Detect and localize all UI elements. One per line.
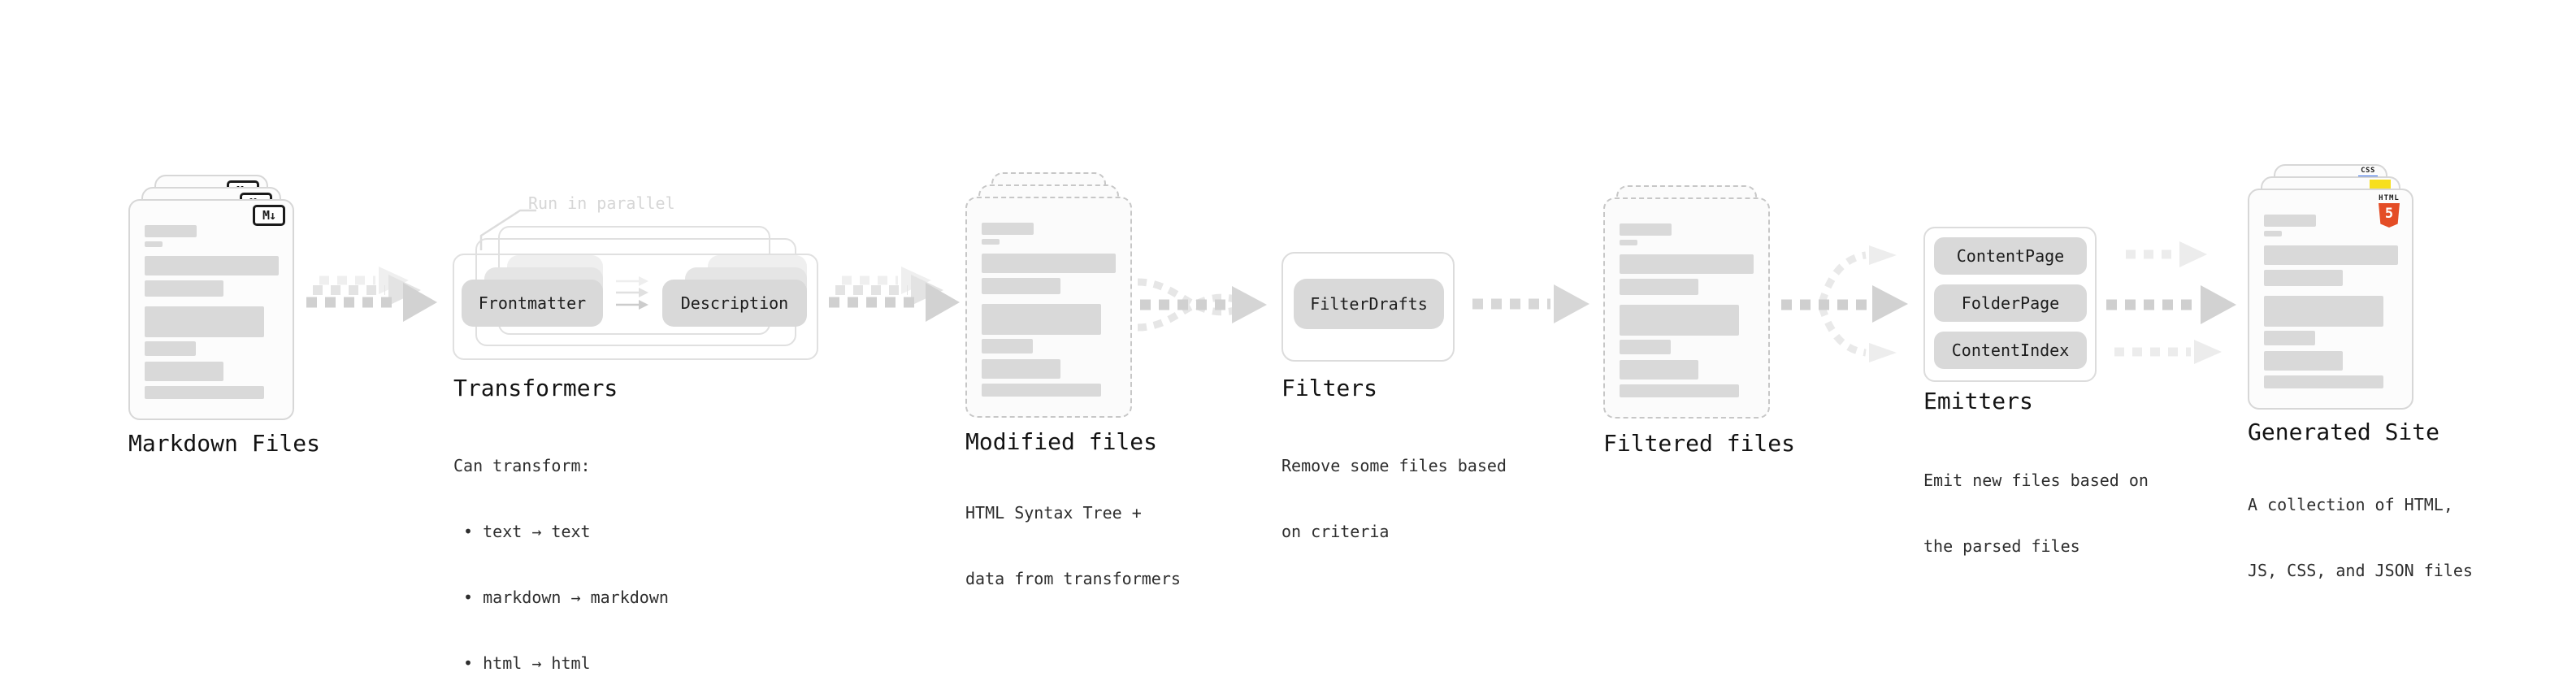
skeleton-text-bar <box>145 386 264 399</box>
skeleton-text-bar <box>145 256 279 275</box>
folderpage-pill: FolderPage <box>1934 284 2087 322</box>
skeleton-text-bar <box>1620 240 1637 245</box>
contentpage-pill: ContentPage <box>1934 237 2087 275</box>
emitters-description: Emit new files based on the parsed files <box>1923 426 2149 601</box>
transformers-desc-line: • text → text <box>453 522 591 541</box>
transformers-desc-line: Can transform: <box>453 456 591 475</box>
skeleton-text-bar <box>1620 384 1739 397</box>
filters-title: Filters <box>1281 375 1378 401</box>
skeleton-text-bar <box>982 278 1060 294</box>
skeleton-text-bar <box>2264 270 2343 286</box>
generated-site-title: Generated Site <box>2248 419 2440 445</box>
arrow-markdown-to-transformers <box>306 267 437 322</box>
run-in-parallel-label: Run in parallel <box>528 193 675 213</box>
arrow-filtered-to-emitters <box>1781 245 1908 362</box>
skeleton-text-bar <box>145 362 223 381</box>
modified-files-description: HTML Syntax Tree + data from transformer… <box>965 458 1181 634</box>
arrow-modified-to-filters <box>1137 278 1267 332</box>
skeleton-text-bar <box>1620 340 1671 354</box>
html5-label: HTML <box>2379 194 2400 202</box>
skeleton-text-bar <box>145 225 197 237</box>
skeleton-text-bar <box>982 239 1000 245</box>
document-skeleton-lines <box>145 225 279 399</box>
filtered-file-card-front <box>1603 197 1770 419</box>
modified-file-card-front <box>965 197 1132 418</box>
filtered-files-title: Filtered files <box>1603 430 1796 457</box>
transformers-desc-line: • html → html <box>453 653 591 673</box>
skeleton-text-bar <box>982 339 1033 354</box>
transformers-description: Can transform: • text → text • markdown … <box>453 411 669 681</box>
skeleton-text-bar <box>1620 279 1698 295</box>
skeleton-text-bar <box>2264 245 2398 265</box>
document-skeleton-lines <box>982 223 1116 397</box>
skeleton-text-bar <box>982 359 1060 379</box>
skeleton-text-bar <box>982 254 1116 273</box>
html5-number: 5 <box>2384 206 2394 222</box>
generated-desc-line: A collection of HTML, <box>2248 495 2453 514</box>
skeleton-text-bar <box>1620 254 1754 274</box>
skeleton-text-bar <box>1620 360 1698 380</box>
generated-site-description: A collection of HTML, JS, CSS, and JSON … <box>2248 450 2473 626</box>
skeleton-text-bar <box>2264 375 2383 388</box>
filterdrafts-pill: FilterDrafts <box>1294 279 1444 329</box>
transformers-title: Transformers <box>453 375 618 401</box>
emitters-title: Emitters <box>1923 388 2033 414</box>
css-label: CSS <box>2361 167 2375 175</box>
skeleton-text-bar <box>2264 331 2315 345</box>
markdown-file-card-front: M↓ <box>128 199 294 420</box>
transformers-box-front <box>453 254 818 360</box>
contentindex-pill: ContentIndex <box>1934 332 2087 369</box>
emitters-desc-line: Emit new files based on <box>1923 471 2149 490</box>
skeleton-text-bar <box>1620 223 1672 236</box>
skeleton-text-bar <box>145 241 163 247</box>
markdown-files-title: Markdown Files <box>128 430 321 457</box>
skeleton-text-bar <box>2264 296 2383 327</box>
filters-desc-line: on criteria <box>1281 522 1390 541</box>
skeleton-text-bar <box>982 384 1101 397</box>
document-skeleton-lines <box>1620 223 1754 397</box>
generated-file-card-front: HTML 5 <box>2248 189 2413 410</box>
skeleton-text-bar <box>145 280 223 297</box>
filters-description: Remove some files based on criteria <box>1281 411 1507 587</box>
emitters-desc-line: the parsed files <box>1923 536 2080 556</box>
modified-desc-line: HTML Syntax Tree + <box>965 503 1142 523</box>
html5-shield: 5 <box>2379 203 2400 228</box>
arrow-filters-to-filtered <box>1472 284 1589 323</box>
skeleton-text-bar <box>2264 351 2343 371</box>
skeleton-text-bar <box>1620 305 1739 336</box>
skeleton-text-bar <box>982 304 1101 335</box>
skeleton-text-bar <box>145 306 264 337</box>
modified-files-title: Modified files <box>965 428 1158 455</box>
markdown-icon: M↓ <box>253 205 285 226</box>
transformers-desc-line: • markdown → markdown <box>453 588 669 607</box>
html5-file-icon: HTML 5 <box>2376 194 2402 228</box>
transformer-pill-arrows <box>616 276 648 310</box>
js-file-icon <box>2370 180 2391 190</box>
filters-desc-line: Remove some files based <box>1281 456 1507 475</box>
skeleton-text-bar <box>982 223 1034 235</box>
skeleton-text-bar <box>145 341 196 356</box>
skeleton-text-bar <box>2264 231 2282 236</box>
modified-desc-line: data from transformers <box>965 569 1181 588</box>
document-skeleton-lines <box>2264 215 2398 388</box>
arrow-transformers-to-modified <box>829 267 960 322</box>
skeleton-text-bar <box>2264 215 2316 227</box>
arrow-emitters-to-generated <box>2106 241 2236 364</box>
description-pill: Description <box>662 280 807 327</box>
frontmatter-pill: Frontmatter <box>462 280 603 327</box>
generated-desc-line: JS, CSS, and JSON files <box>2248 561 2473 580</box>
